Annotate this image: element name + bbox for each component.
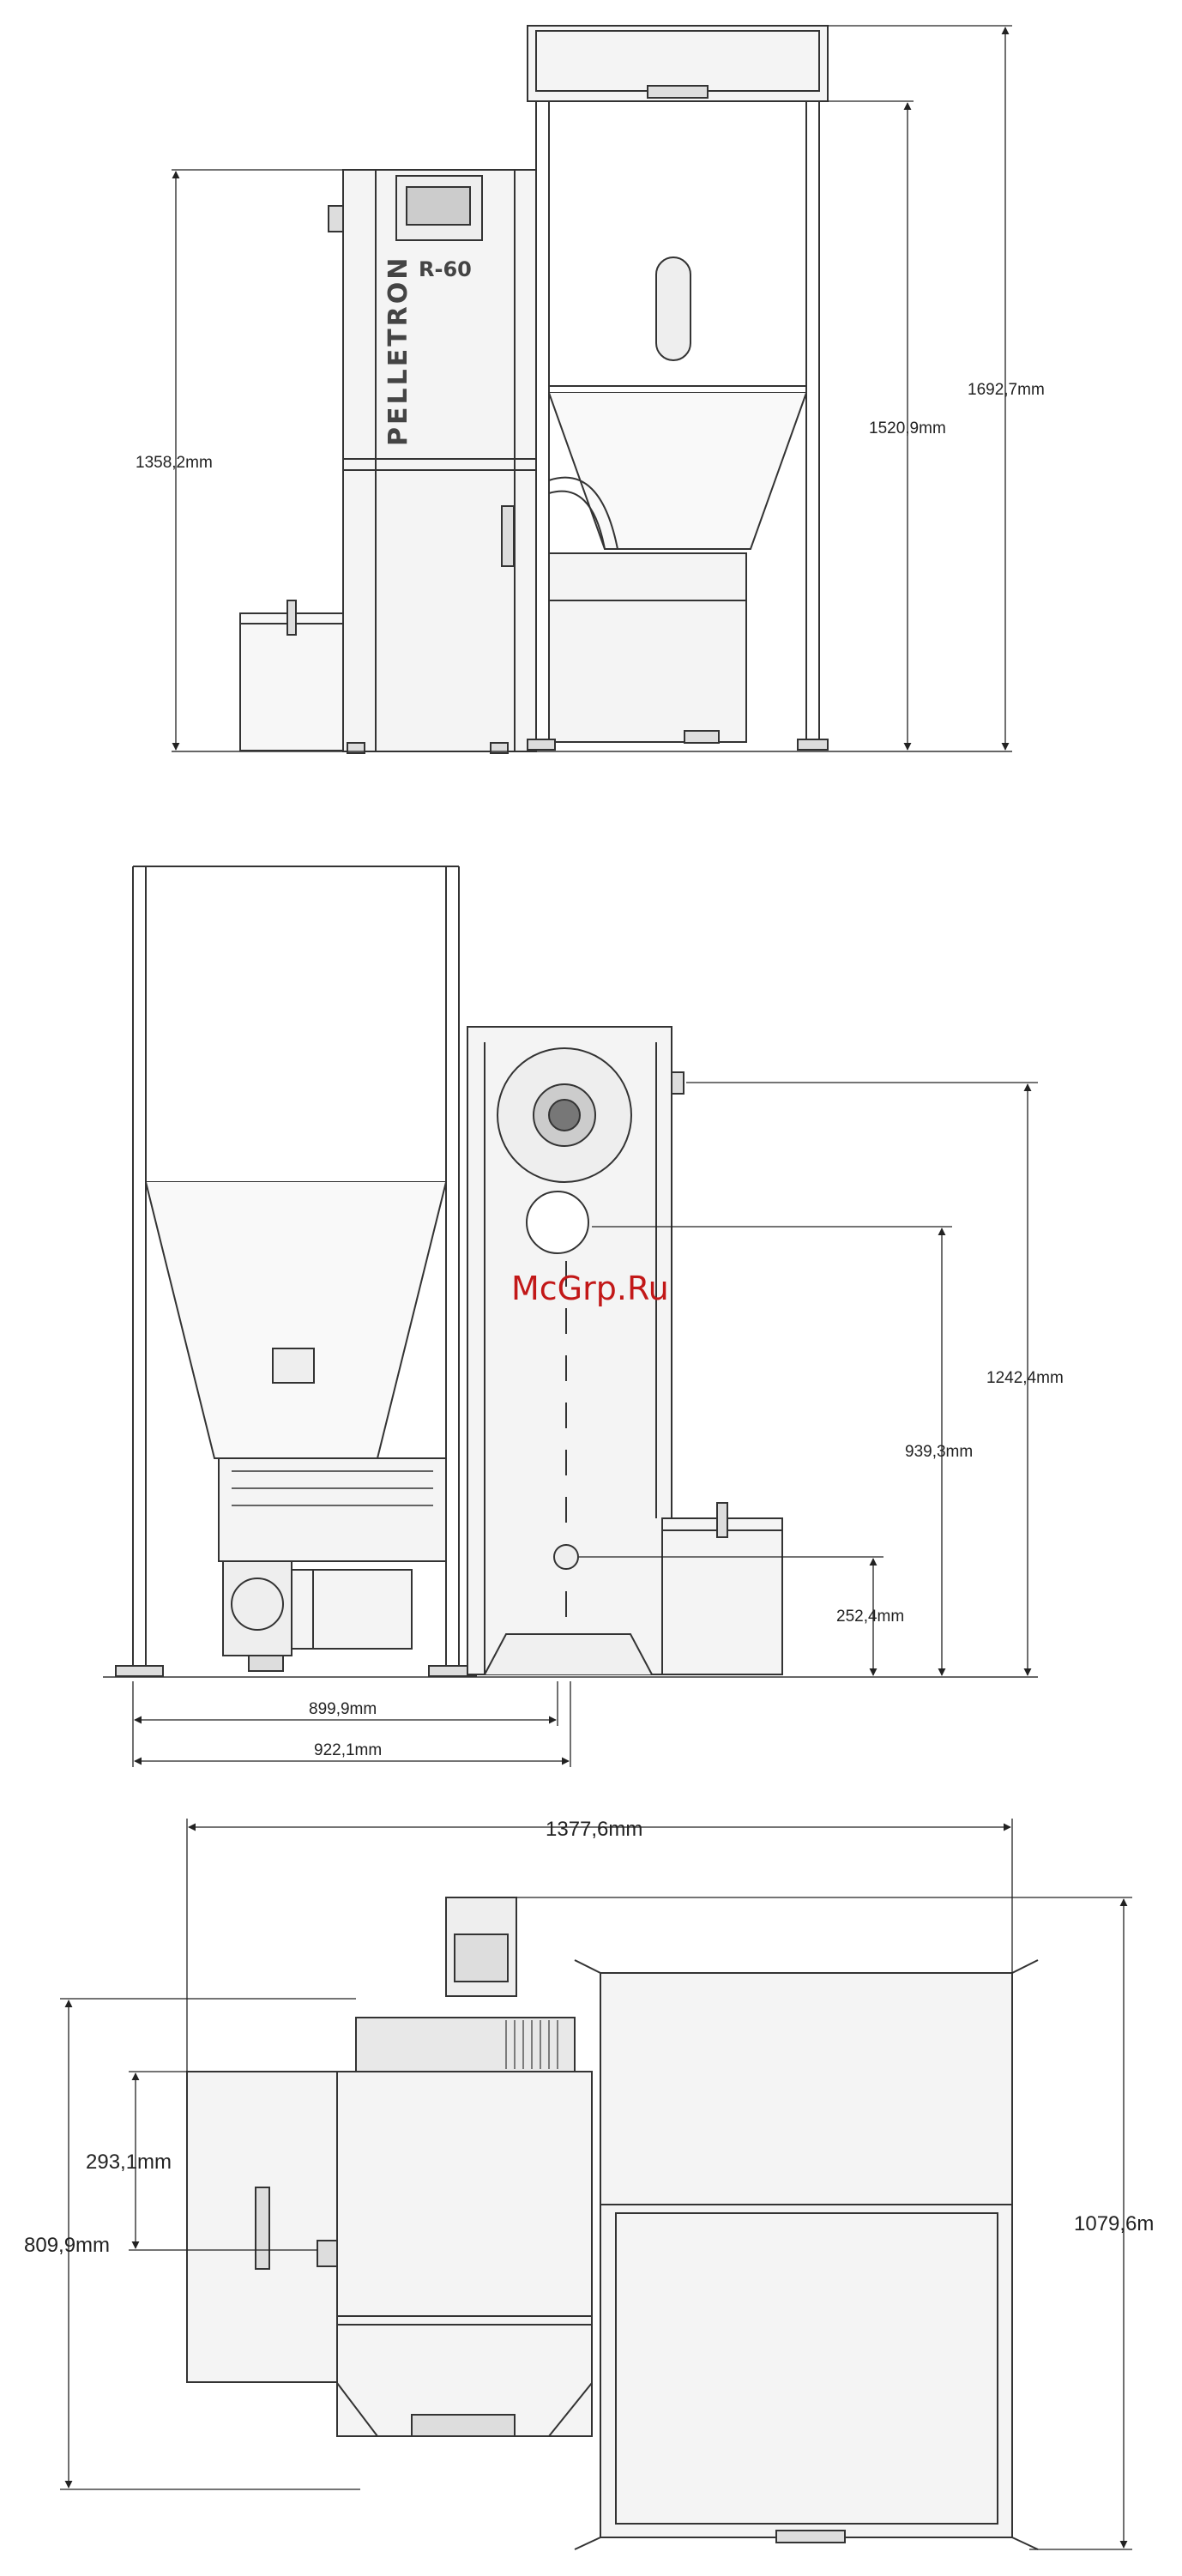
model-label: R-60 (419, 257, 472, 281)
front-view (172, 26, 1012, 753)
dim-boiler-height: 1358,2mm (136, 454, 213, 472)
motor-body (292, 1570, 412, 1649)
inspection-window (656, 257, 691, 360)
flue-outlet (527, 1191, 588, 1253)
dim-flue-center-height: 939,3mm (905, 1443, 973, 1461)
side-ash-box (662, 1518, 782, 1674)
dim-width-b: 922,1mm (314, 1741, 382, 1759)
top-view (187, 1897, 1038, 2549)
top-fan-housing (356, 2018, 575, 2072)
dim-flue-offset: 293,1mm (86, 2151, 172, 2174)
fuel-inlet (554, 1545, 578, 1569)
dim-hopper-height: 1520,9mm (869, 419, 946, 437)
dim-boiler-depth: 809,9mm (24, 2234, 110, 2257)
lid-handle (648, 86, 708, 98)
watermark: McGrp.Ru (511, 1270, 669, 1307)
door-handle (502, 506, 514, 566)
hopper-cone (549, 393, 806, 549)
dim-total-height: 1692,7mm (968, 381, 1045, 399)
side-label-plate (273, 1348, 314, 1383)
dim-flue-height: 1242,4mm (986, 1369, 1064, 1387)
top-boiler (337, 2072, 592, 2436)
display-screen (407, 187, 470, 225)
dim-inlet-height: 252,4mm (836, 1608, 904, 1626)
side-hopper-cone (146, 1182, 446, 1458)
dim-overall-width: 1377,6mm (546, 1818, 642, 1841)
auger-box (549, 553, 746, 742)
auger-housing (219, 1458, 446, 1561)
flue-stub (329, 206, 343, 232)
dim-overall-depth: 1079,6m (1074, 2212, 1154, 2235)
brand-label: PELLETRON (383, 256, 413, 446)
ash-box-handle (287, 600, 296, 635)
gear-motor (223, 1561, 292, 1656)
dim-width-a: 899,9mm (309, 1700, 377, 1718)
top-hopper (600, 1973, 1012, 2537)
